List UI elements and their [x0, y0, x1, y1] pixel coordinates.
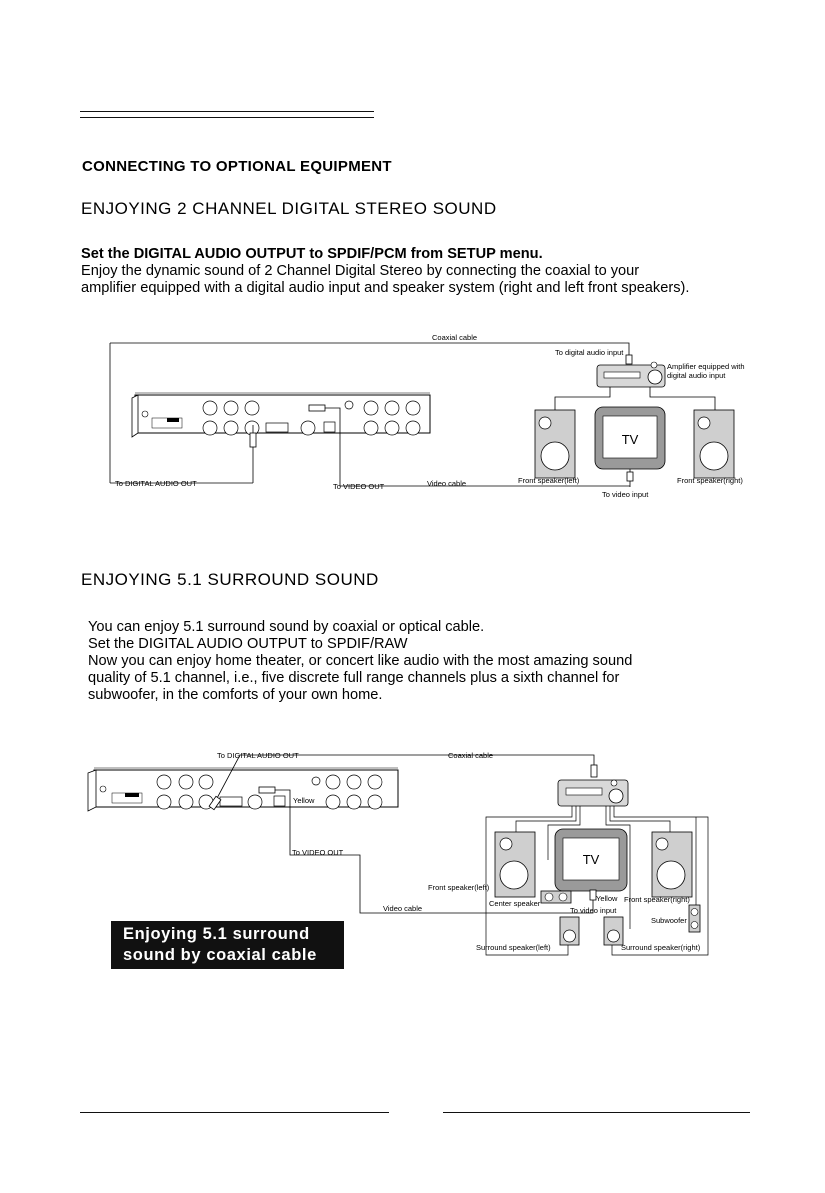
surround-body-line-4: quality of 5.1 channel, i.e., five discr…	[88, 670, 620, 686]
dvd-hdmi-port-icon	[219, 796, 243, 807]
video-plug-player-icon	[308, 404, 326, 412]
wire-to-left-speaker	[554, 387, 611, 410]
dvd-audio-jacks-icon	[202, 400, 421, 436]
label-surround-right: Surround speaker(right)	[621, 943, 701, 952]
stereo-instructions: Set the DIGITAL AUDIO OUTPUT to SPDIF/PC…	[81, 246, 689, 297]
surround-body-line-3: Now you can enjoy home theater, or conce…	[88, 653, 633, 669]
footer-rule-right	[443, 1112, 750, 1113]
label-to-digital-audio-out: To DIGITAL AUDIO OUT	[115, 479, 197, 488]
stereo-bold-line: Set the DIGITAL AUDIO OUTPUT to SPDIF/PC…	[81, 246, 543, 262]
video-plug-player-icon	[258, 786, 276, 794]
surround-left-driver-icon	[563, 929, 576, 943]
label-yellow-tv: Yellow	[596, 894, 618, 903]
amplifier-knob-icon	[647, 369, 663, 385]
front-right-woofer-icon	[699, 441, 729, 471]
video-cable-line	[325, 407, 630, 487]
surround-connection-diagram: To DIGITAL AUDIO OUT Coaxial cable Yello…	[87, 751, 709, 956]
surround-instructions: You can enjoy 5.1 surround sound by coax…	[88, 619, 632, 704]
dvd-screw-icon	[99, 785, 107, 793]
label-to-video-input: To video input	[602, 490, 649, 499]
surround-body-line-5: subwoofer, in the comforts of your own h…	[88, 687, 383, 703]
amplifier-display-icon	[603, 371, 641, 379]
wire-to-right-speaker	[649, 387, 716, 410]
stereo-title: ENJOYING 2 CHANNEL DIGITAL STEREO SOUND	[81, 199, 497, 218]
label-center-speaker: Center speaker	[489, 899, 541, 908]
tv-video-plug-icon	[626, 471, 634, 482]
stereo-body-line-1: Enjoy the dynamic sound of 2 Channel Dig…	[81, 263, 640, 279]
coaxial-plug-player-icon	[208, 795, 222, 811]
front-left-tweeter-icon	[538, 416, 552, 430]
surround-title: ENJOYING 5.1 SURROUND SOUND	[81, 570, 379, 589]
front-left-tweeter-icon	[499, 837, 513, 851]
header-double-rule	[80, 111, 374, 118]
label-to-digital-audio-out: To DIGITAL AUDIO OUT	[217, 751, 299, 760]
label-front-left: Front speaker(left)	[518, 476, 580, 485]
subwoofer-icon	[688, 904, 701, 933]
front-left-woofer-icon	[540, 441, 570, 471]
label-to-digital-audio-input: To digital audio input	[555, 348, 624, 357]
dvd-player-side-icon	[87, 769, 97, 812]
label-video-cable: Video cable	[427, 479, 466, 488]
dvd-optical-port-icon	[273, 795, 286, 807]
amplifier-knob-icon	[608, 788, 624, 804]
banner-line-1: Enjoying 5.1 surround	[123, 925, 310, 943]
tv-screen-icon	[562, 837, 620, 881]
tv-video-plug-icon	[589, 889, 597, 901]
tv-label: TV	[622, 432, 639, 447]
label-subwoofer: Subwoofer	[651, 916, 687, 925]
video-cable-line	[275, 789, 594, 914]
dvd-audio-jacks-icon	[156, 774, 383, 810]
label-to-video-out: To VIDEO OUT	[333, 482, 385, 491]
surround-right-driver-icon	[607, 929, 620, 943]
section-heading: CONNECTING TO OPTIONAL EQUIPMENT	[82, 158, 392, 175]
front-right-tweeter-icon	[697, 416, 711, 430]
center-speaker-driver-left-icon	[544, 892, 554, 902]
label-front-right: Front speaker(right)	[624, 895, 690, 904]
dvd-hdmi-port-icon	[265, 422, 289, 433]
front-right-tweeter-icon	[655, 837, 669, 851]
label-amplifier-2: digital audio input	[667, 371, 726, 380]
surround-coaxial-banner: Enjoying 5.1 surround sound by coaxial c…	[111, 921, 344, 969]
dvd-warning-box-icon	[167, 418, 179, 422]
coaxial-cable-line	[214, 754, 595, 803]
surround-body-line-2: Set the DIGITAL AUDIO OUTPUT to SPDIF/RA…	[88, 636, 408, 652]
coaxial-cable-line	[110, 342, 630, 355]
label-surround-left: Surround speaker(left)	[476, 943, 551, 952]
banner-line-2: sound by coaxial cable	[123, 946, 317, 964]
footer-rule-left	[80, 1112, 389, 1113]
dvd-optical-port-icon	[323, 421, 336, 433]
amplifier-small-knob-icon	[650, 361, 658, 369]
label-to-video-input: To video input	[570, 906, 617, 915]
coaxial-plug-amp-icon	[590, 764, 598, 778]
subwoofer-driver-bottom-icon	[690, 921, 699, 929]
front-right-woofer-icon	[656, 860, 686, 890]
tv-screen-icon	[602, 415, 658, 459]
label-front-right: Front speaker(right)	[677, 476, 743, 485]
label-yellow-player: Yellow	[293, 796, 315, 805]
dvd-warning-box-icon	[125, 793, 139, 797]
label-to-video-out: To VIDEO OUT	[292, 848, 344, 857]
center-speaker-driver-right-icon	[558, 892, 568, 902]
coaxial-plug-player-icon	[249, 432, 257, 448]
tv-label: TV	[583, 852, 600, 867]
dvd-player-side-icon	[131, 394, 139, 438]
label-coaxial-cable: Coaxial cable	[448, 751, 493, 760]
label-coaxial-cable: Coaxial cable	[432, 333, 477, 342]
front-left-woofer-icon	[499, 860, 529, 890]
stereo-body-line-2: amplifier equipped with a digital audio …	[81, 280, 690, 296]
label-amplifier-1: Amplifier equipped with	[667, 362, 745, 371]
surround-body-line-1: You can enjoy 5.1 surround sound by coax…	[88, 619, 485, 635]
stereo-connection-diagram: Coaxial cable To digital audio input Amp…	[109, 333, 745, 499]
amplifier-display-icon	[565, 787, 603, 796]
label-video-cable: Video cable	[383, 904, 422, 913]
label-front-left: Front speaker(left)	[428, 883, 490, 892]
subwoofer-driver-top-icon	[690, 908, 699, 916]
amplifier-small-knob-icon	[610, 779, 618, 787]
dvd-screw-icon	[141, 410, 149, 418]
speaker-wiring-lines	[485, 806, 709, 956]
coaxial-plug-icon	[625, 354, 633, 365]
